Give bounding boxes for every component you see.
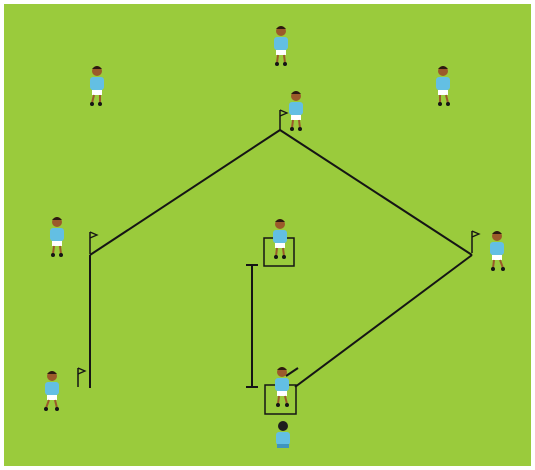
flag-icon: [77, 367, 87, 387]
player-icon: [274, 26, 288, 66]
diamond-right-line: [279, 129, 473, 256]
player-icon: [90, 66, 104, 106]
player-icon: [490, 231, 505, 271]
flag-icon: [89, 231, 99, 254]
player-outfield-top: [274, 26, 288, 66]
player-left-base: [50, 217, 64, 257]
player-bottom-left: [44, 371, 59, 411]
player-icon: [273, 219, 287, 259]
player-batter: [275, 367, 299, 407]
flag-icon: [471, 230, 481, 253]
player-icon: [44, 371, 59, 411]
player-outfield-left: [90, 66, 104, 106]
grass-field: [4, 4, 531, 466]
player-icon: [289, 91, 303, 131]
diamond-left-line: [89, 129, 281, 256]
player-right-base: [490, 231, 505, 271]
player-icon: [50, 217, 64, 257]
flag-icon: [279, 109, 289, 130]
field-lines: [89, 129, 473, 388]
player-catcher: [276, 421, 290, 448]
player-pitcher: [273, 219, 287, 259]
player-icon: [276, 421, 290, 448]
home-to-right-base-line: [294, 254, 473, 388]
player-outfield-right: [436, 66, 450, 106]
player-icon: [275, 367, 299, 407]
player-icon: [436, 66, 450, 106]
player-second-base: [289, 91, 303, 131]
